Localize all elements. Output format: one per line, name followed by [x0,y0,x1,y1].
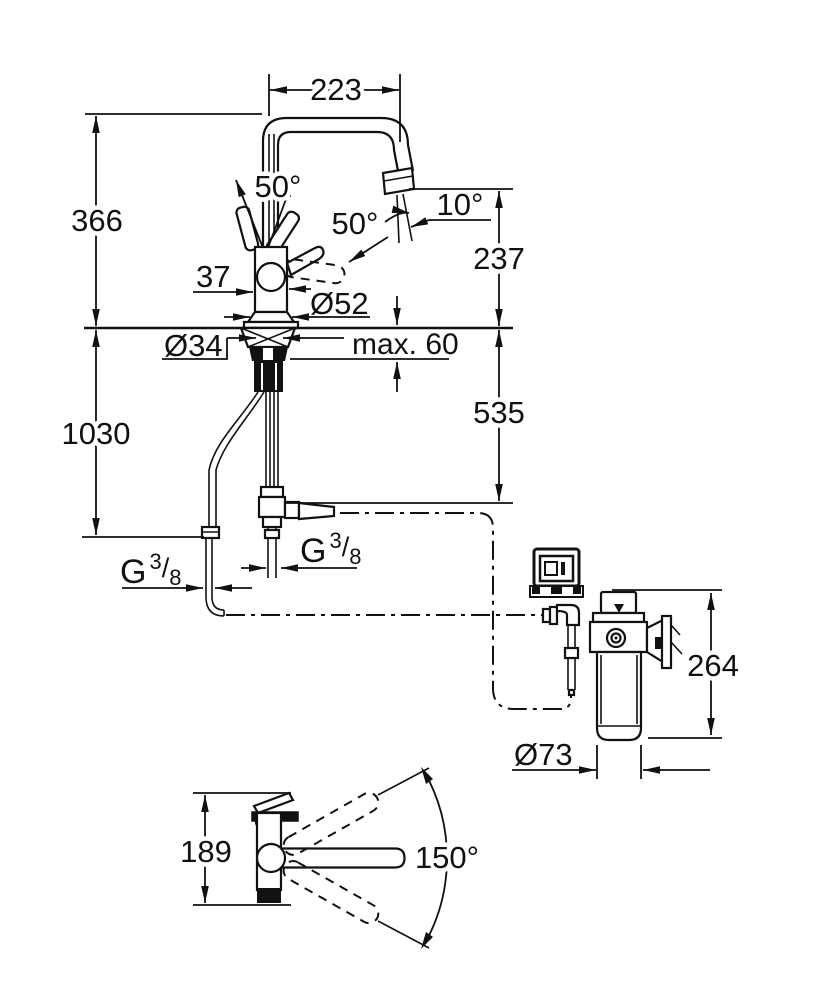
topview-faucet [251,791,406,903]
lever-ball-joint [255,261,287,293]
dim-label-outlet-angle: 10° [437,187,484,222]
dim-outlet-angle: 10° [410,187,491,228]
dim-outlet-height: 237 [409,188,529,326]
threaded-shank [254,361,283,392]
dim-shank-diameter: Ø34 [162,328,344,363]
stream-angle-line [402,193,413,242]
hose-routing [226,512,572,710]
dim-label-hose-drop: 535 [473,395,525,430]
dim-topview-depth: 189 [176,792,291,906]
dim-label-outlet-height: 237 [473,241,525,276]
dim-label-lever-angle-a: 50° [255,169,302,204]
connection-hoses [200,391,336,617]
filter-canister [595,650,643,742]
dim-lever-angle-b: 50° [327,202,410,263]
faucet-base [245,310,297,324]
mounting-shank [239,326,297,392]
faucet-top-view: 189 150° [176,767,484,949]
dim-label-deck-thickness: max. 60 [352,328,459,361]
dim-filter-diameter: Ø73 [512,737,710,779]
dim-label-spout-reach: 223 [310,72,362,107]
swivel-position-lower [282,860,380,925]
lever-closed [235,205,260,252]
filter-outlet-hose-end [567,688,576,697]
dim-spout-reach: 223 [268,68,401,142]
filter-inlet-elbow [541,603,581,697]
dim-label-body-width: 37 [196,259,230,294]
lever-side-cone [285,245,325,277]
faucet-body [235,205,346,330]
dimensions: 223 366 1030 50° 50° 10° [57,68,743,779]
dim-label-swivel-angle: 150° [415,840,479,875]
faucet-spout [261,116,416,247]
topview-base [257,888,281,903]
filtered-water-fitting [257,485,336,529]
dim-overall-height: 1030 [57,330,204,538]
topview-swivel-joint [255,842,287,874]
topview-lever-tip [252,791,295,815]
dim-label-height: 366 [71,203,123,238]
dim-label-topview-depth: 189 [180,834,232,869]
topview-spout [276,847,406,869]
filter-control-box [529,547,584,598]
dim-label-base-diameter: Ø52 [310,286,369,321]
dim-label-overall-height: 1030 [62,416,131,451]
dim-label-lever-angle-b: 50° [332,206,379,241]
dim-label-filter-diameter: Ø73 [514,737,573,772]
dim-hose-drop: 535 [285,330,529,504]
filter-cartridge [588,590,683,742]
plumb-reference-line [396,194,400,244]
faucet-front-view [84,116,513,617]
dim-label-filter-height: 264 [687,648,739,683]
dim-height-above-deck: 366 [67,113,262,326]
dim-body-width: 37 [193,259,311,296]
swivel-position-upper [282,791,380,856]
wall-plate [660,614,673,670]
dim-lever-angle-a: 50° [235,165,306,249]
dim-deck-thickness: max. 60 [290,296,459,392]
dim-filter-height: 264 [612,589,743,739]
swivel-arc [421,767,448,949]
filtered-water-route [340,512,572,710]
dim-label-shank-diameter: Ø34 [164,328,223,363]
dim-base-diameter: Ø52 [224,286,370,321]
filter-assembly [529,547,683,742]
